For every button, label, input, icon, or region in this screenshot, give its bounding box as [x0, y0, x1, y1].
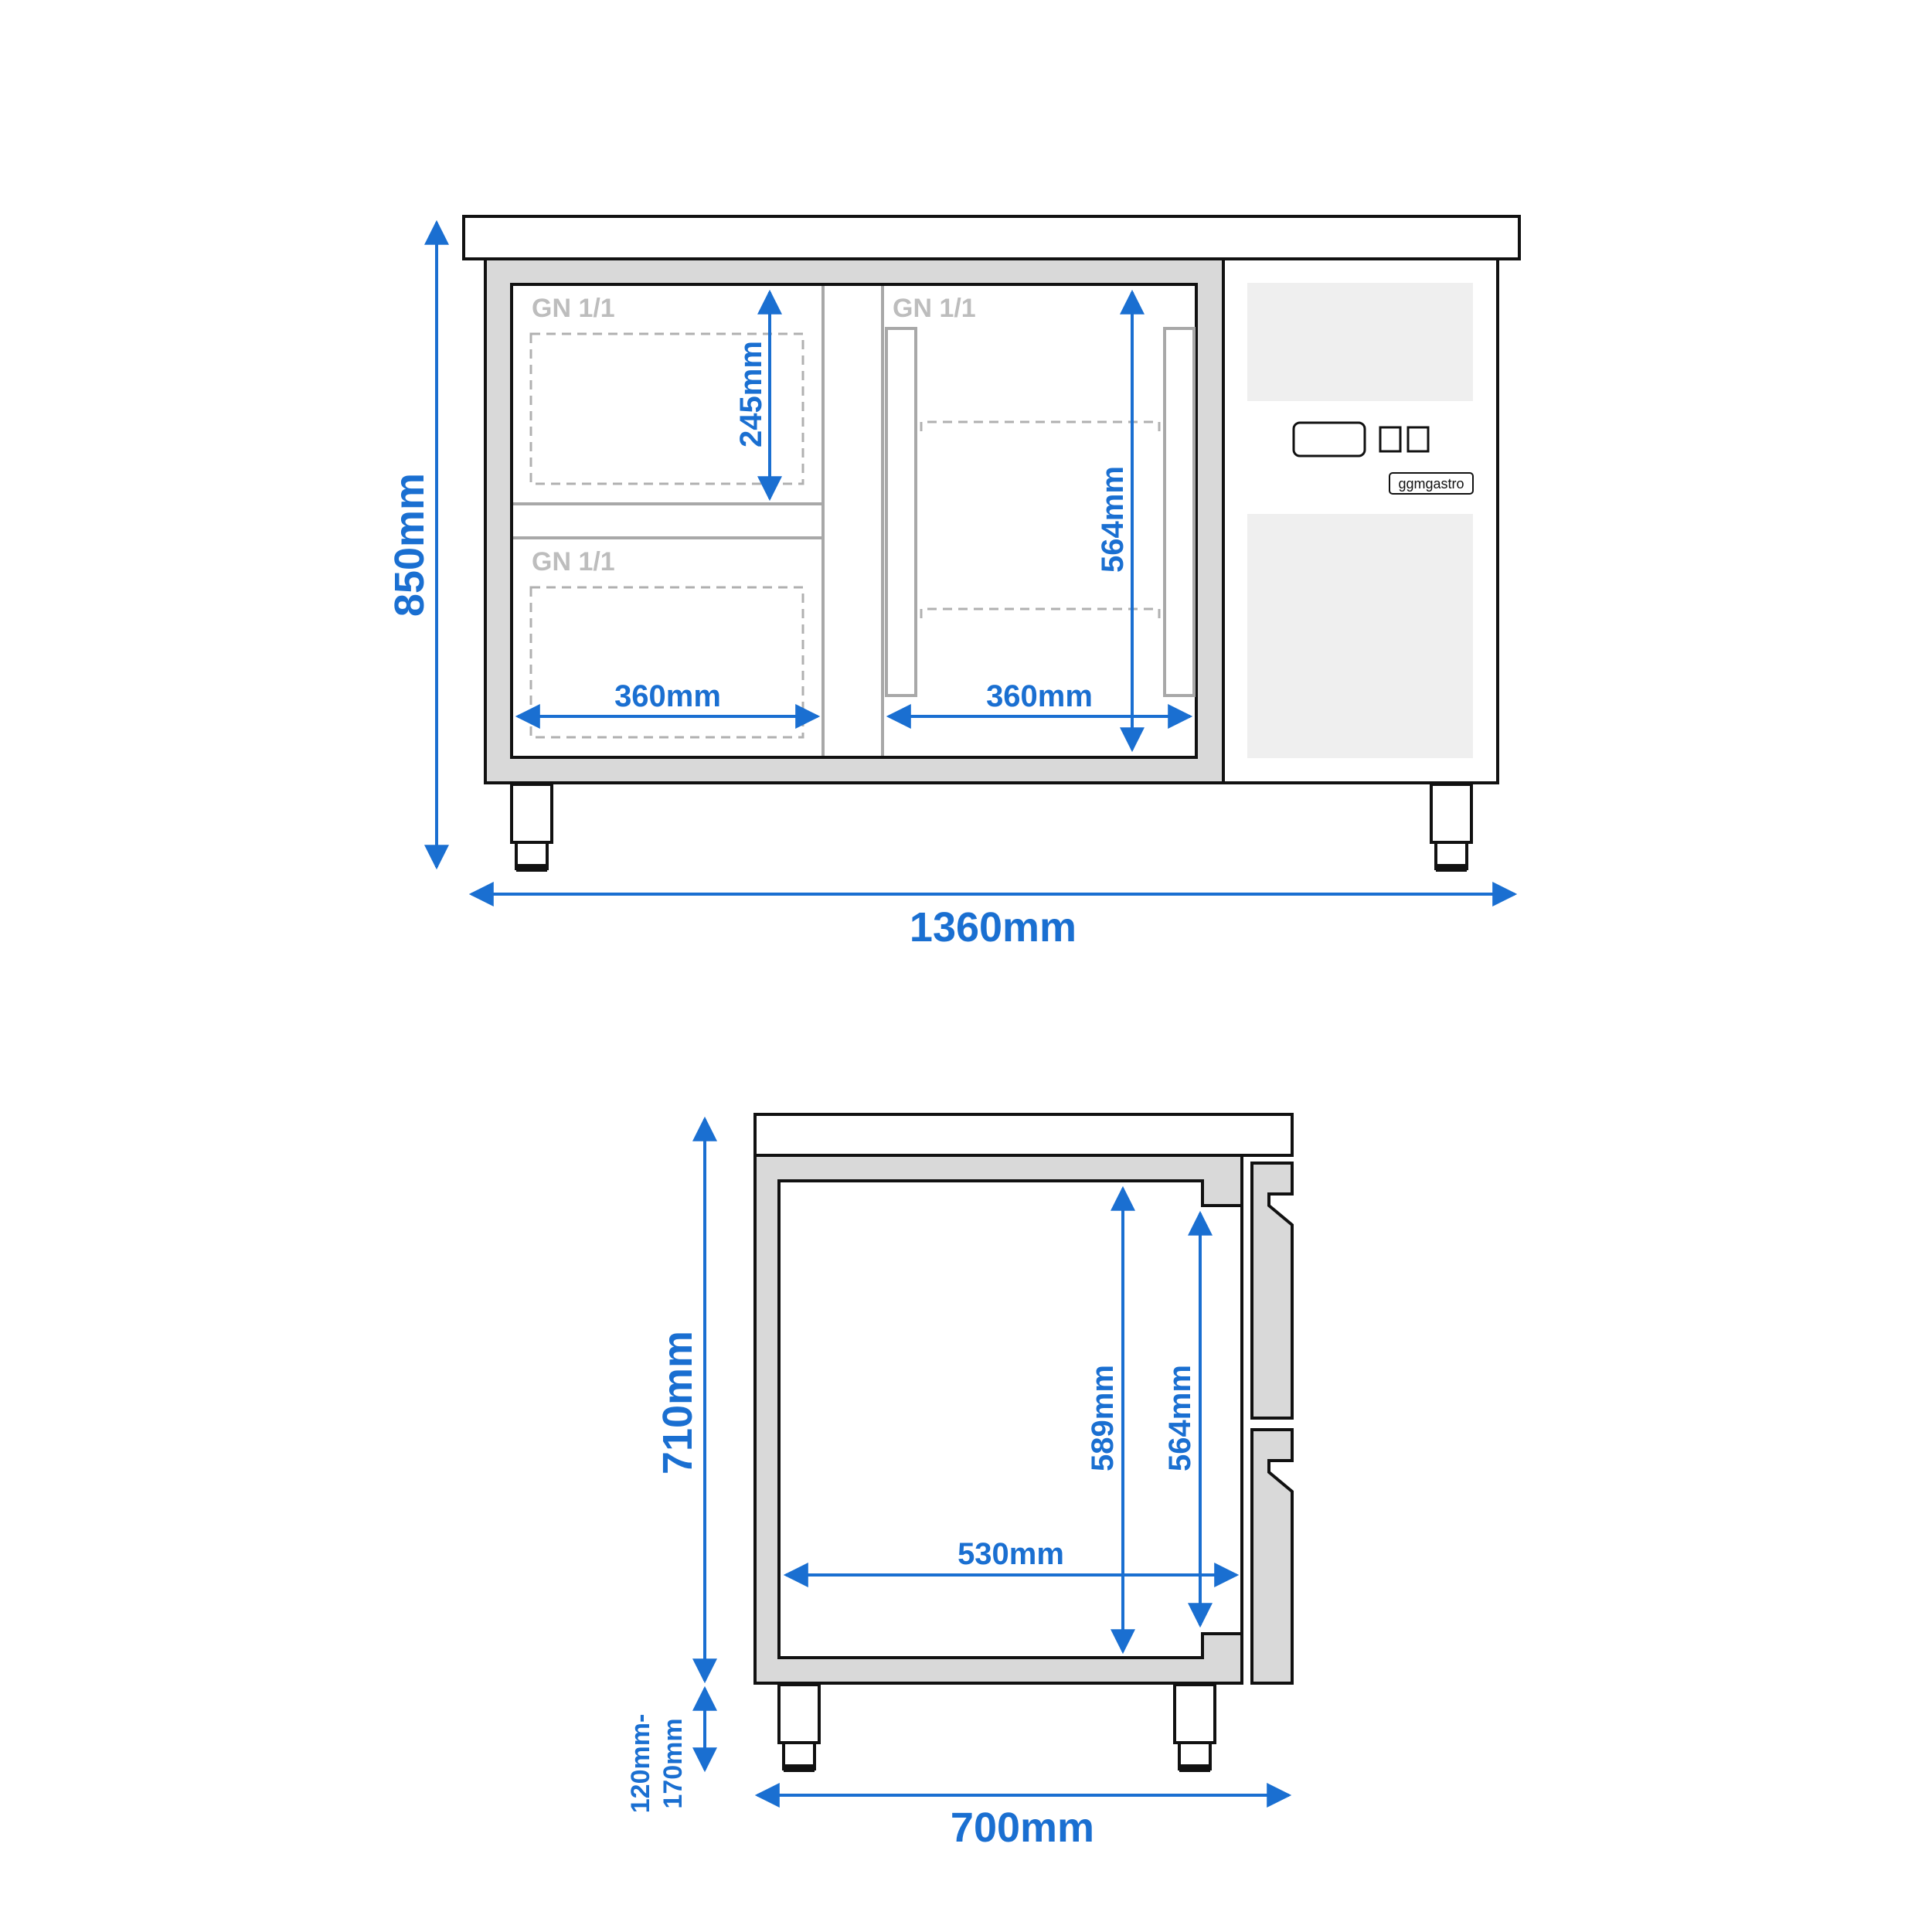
- brand-logo: ggmgastro: [1398, 476, 1464, 492]
- dim-label-564-front: 564mm: [1096, 466, 1130, 573]
- dim-label-589: 589mm: [1086, 1365, 1120, 1471]
- dim-label-360-right: 360mm: [986, 679, 1093, 713]
- gn-pan-top: [529, 332, 804, 485]
- shelf-top: [920, 420, 1161, 431]
- dim-label-leg-line2: 170mm: [658, 1718, 688, 1808]
- side-door-lower: [1250, 1428, 1294, 1685]
- dim-label-564-side: 564mm: [1163, 1365, 1197, 1471]
- dim-label-530: 530mm: [957, 1537, 1064, 1571]
- dim-label-700: 700mm: [951, 1804, 1094, 1851]
- leg-side-right: [1173, 1683, 1216, 1744]
- dim-label-width-1360: 1360mm: [910, 904, 1077, 951]
- front-worktop: [462, 215, 1521, 260]
- gn-label-top-left: GN 1/1: [532, 294, 615, 323]
- control-panel-top: [1247, 283, 1473, 401]
- rail-right: [1163, 327, 1196, 697]
- control-panel-bottom: [1247, 514, 1473, 758]
- front-inner-window: [510, 283, 1198, 759]
- leg-front-left: [510, 783, 553, 844]
- leg-front-right: [1430, 783, 1473, 844]
- side-worktop: [753, 1113, 1294, 1157]
- side-door-upper: [1250, 1162, 1294, 1420]
- front-view: ggmgastro GN 1/1 GN 1/1 GN 1/1 850mm 136…: [386, 215, 1521, 951]
- display-screen: [1292, 421, 1366, 457]
- dim-label-245: 245mm: [734, 341, 768, 447]
- control-button-1[interactable]: [1379, 426, 1402, 453]
- gn-label-bottom-left: GN 1/1: [532, 547, 615, 577]
- control-button-2[interactable]: [1406, 426, 1430, 453]
- rail-left: [885, 327, 917, 697]
- gn-label-right: GN 1/1: [893, 294, 976, 323]
- dim-label-leg-line1: 120mm-: [626, 1714, 655, 1814]
- dim-label-360-left: 360mm: [614, 679, 721, 713]
- dim-label-height-850: 850mm: [386, 473, 433, 617]
- leg-side-left: [777, 1683, 821, 1744]
- gn-pan-bottom: [529, 586, 804, 739]
- side-view: 710mm 120mm- 170mm 589mm 564mm 530mm 700…: [626, 1113, 1294, 1851]
- shelf-bottom: [920, 607, 1161, 618]
- brand-badge: [1389, 472, 1474, 495]
- dim-label-710: 710mm: [655, 1331, 701, 1475]
